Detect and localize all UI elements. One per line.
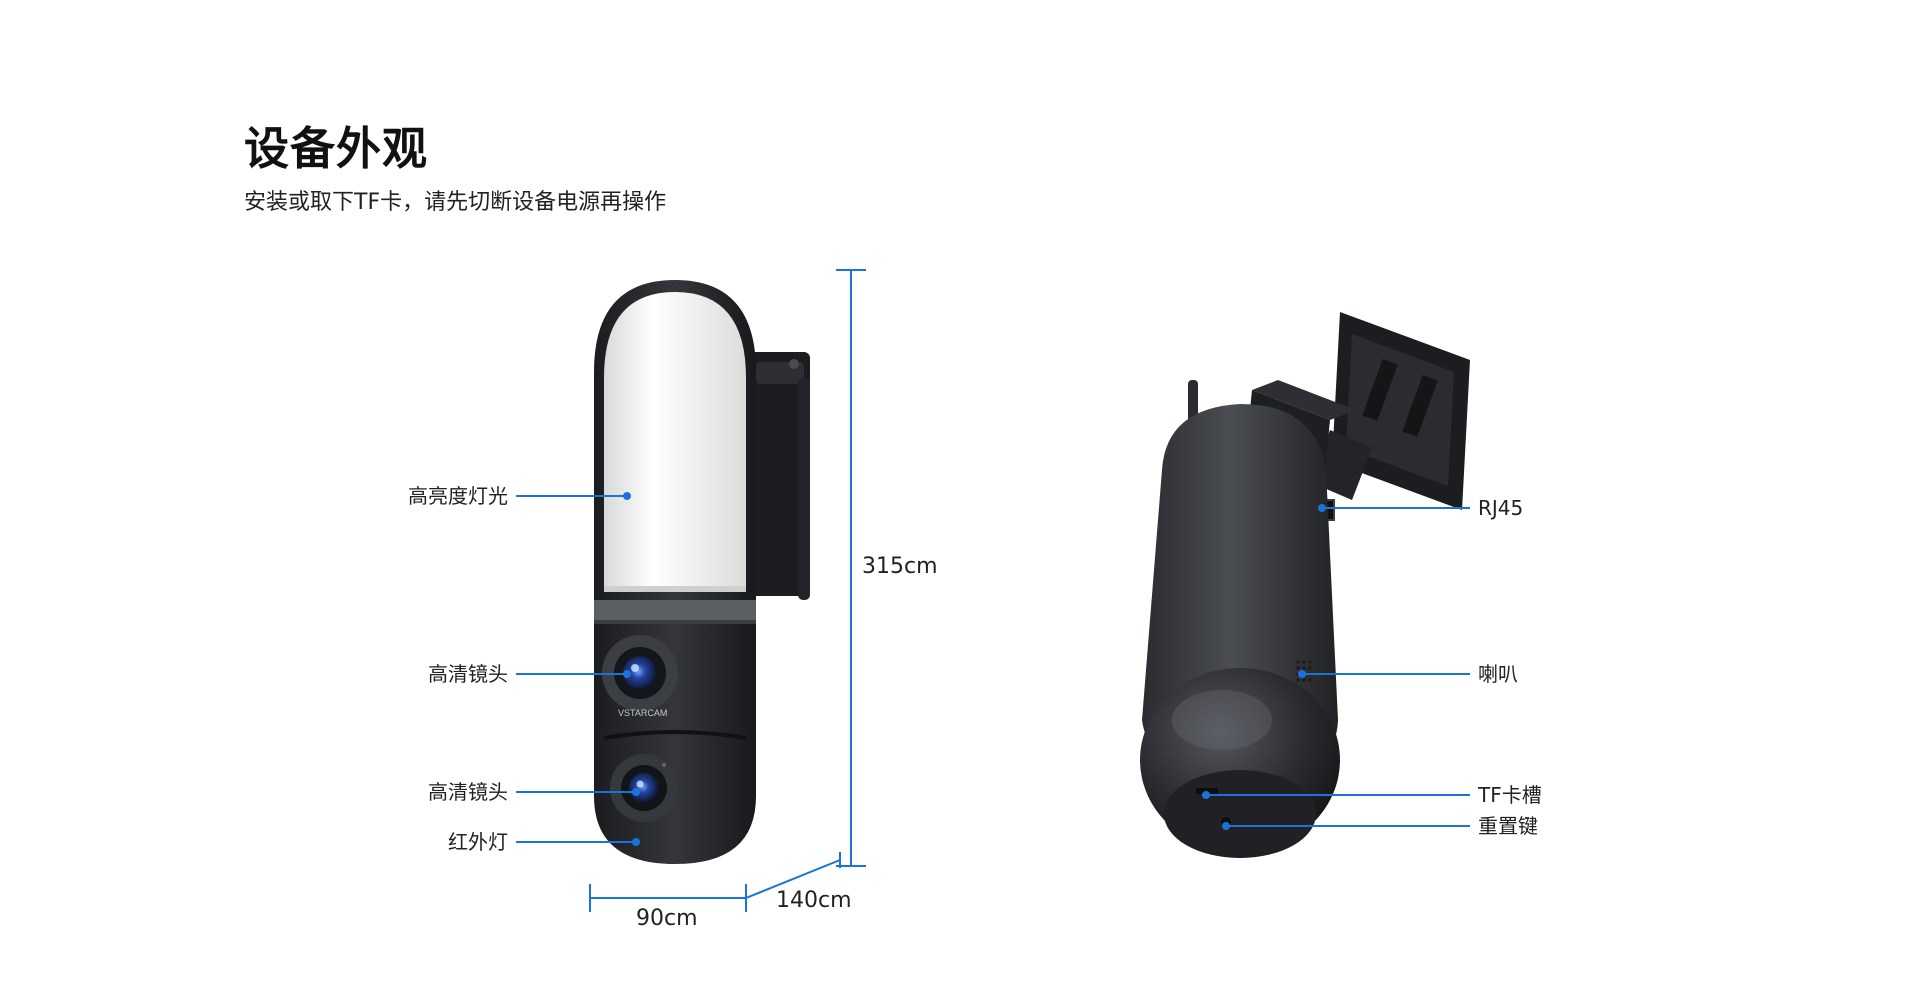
- depth-dimension-line: [745, 859, 841, 899]
- label-speaker: 喇叭: [1478, 662, 1518, 686]
- rear-callouts: [1202, 504, 1470, 830]
- front-camera: VSTARCAM: [594, 280, 810, 864]
- dimension-height: 315cm: [862, 554, 938, 579]
- page-subtitle: 安装或取下TF卡，请先切断设备电源再操作: [244, 190, 667, 215]
- rear-camera: [1140, 312, 1470, 858]
- metal-band: [594, 600, 756, 622]
- bottom-plate: [1164, 770, 1316, 858]
- page-title: 设备外观: [244, 122, 429, 175]
- label-tf-slot: TF卡槽: [1478, 783, 1542, 807]
- lens-top-icon: [623, 656, 657, 690]
- front-callouts: [516, 492, 640, 846]
- label-rj45: RJ45: [1478, 496, 1524, 520]
- antenna: [798, 378, 810, 600]
- brand-logo: VSTARCAM: [618, 708, 667, 718]
- dimension-width: 90cm: [636, 906, 698, 931]
- wall-bracket: [750, 352, 810, 596]
- label-reset-button: 重置键: [1478, 814, 1538, 838]
- label-ir-light: 红外灯: [448, 830, 508, 854]
- label-high-brightness-light: 高亮度灯光: [408, 484, 508, 508]
- dimension-lines: [589, 269, 866, 912]
- lamp-cover: [604, 292, 746, 590]
- tf-slot-icon: [1196, 788, 1218, 794]
- lens-bottom-icon: [629, 773, 659, 803]
- label-hd-lens-bottom: 高清镜头: [428, 780, 508, 804]
- dimension-depth: 140cm: [776, 888, 852, 913]
- label-hd-lens-top: 高清镜头: [428, 662, 508, 686]
